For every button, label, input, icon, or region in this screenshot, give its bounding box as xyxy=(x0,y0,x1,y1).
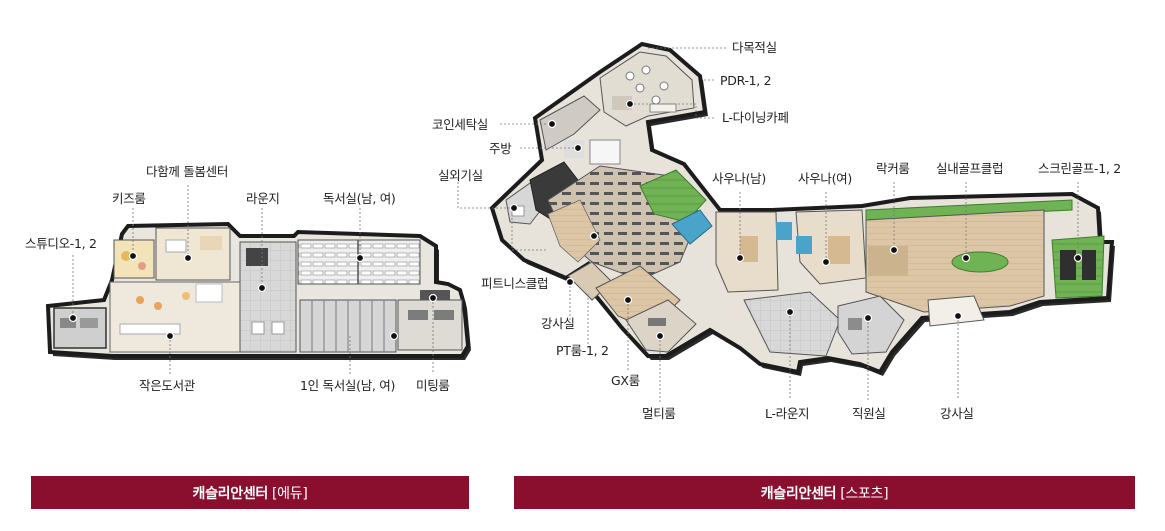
label-pdr: PDR-1, 2 xyxy=(720,73,772,88)
label-kids-room: 키즈룸 xyxy=(112,191,146,206)
label-screen-golf: 스크린골프-1, 2 xyxy=(1038,161,1121,176)
label-single-reading-room: 1인 독서실(남, 여) xyxy=(300,378,396,393)
label-kitchen: 주방 xyxy=(489,141,512,156)
label-sauna-men: 사우나(남) xyxy=(712,171,766,186)
banner-edu-suffix: [에듀] xyxy=(272,485,308,502)
label-reading-room: 독서실(남, 여) xyxy=(323,191,396,206)
label-small-library: 작은도서관 xyxy=(139,378,196,393)
label-outdoor-unit-room: 실외기실 xyxy=(438,168,483,183)
label-studio: 스튜디오-1, 2 xyxy=(25,236,97,251)
label-sauna-women: 사우나(여) xyxy=(798,171,852,186)
sports-markers xyxy=(509,99,1083,341)
sports-building xyxy=(489,41,1115,376)
label-indoor-golf-club: 실내골프클럽 xyxy=(936,161,1004,176)
banner-castlian-center-sports: 캐슬리안센터 [스포츠] xyxy=(514,476,1135,509)
label-coin-laundry: 코인세탁실 xyxy=(432,117,489,132)
label-gx-room: GX룸 xyxy=(611,373,640,388)
label-instructor-room-right: 강사실 xyxy=(940,406,974,421)
edu-building xyxy=(45,221,471,360)
edu-markers xyxy=(68,251,438,341)
label-dining-cafe: L-다이닝카페 xyxy=(722,110,789,125)
sports-leader-lines xyxy=(457,47,1079,402)
banner-edu-title: 캐슬리안센터 xyxy=(192,485,269,502)
label-fitness-club: 피트니스클럽 xyxy=(481,276,549,291)
label-care-center: 다함께 돌봄센터 xyxy=(146,164,229,179)
label-l-lounge: L-라운지 xyxy=(765,406,810,421)
banner-castlian-center-edu: 캐슬리안센터 [에듀] xyxy=(31,476,469,509)
label-pt-room: PT룸-1, 2 xyxy=(556,343,609,358)
label-meeting-room: 미팅룸 xyxy=(416,378,450,393)
label-staff-room: 직원실 xyxy=(852,406,886,421)
label-multipurpose-room: 다목적실 xyxy=(732,40,777,55)
label-lounge: 라운지 xyxy=(246,191,280,206)
label-locker-room: 락커룸 xyxy=(876,161,910,176)
banner-sports-title: 캐슬리안센터 xyxy=(760,485,837,502)
banner-sports-suffix: [스포츠] xyxy=(840,485,889,502)
edu-leader-lines xyxy=(72,185,434,374)
label-multi-room: 멀티룸 xyxy=(642,406,676,421)
label-instructor-room-left: 강사실 xyxy=(541,316,575,331)
